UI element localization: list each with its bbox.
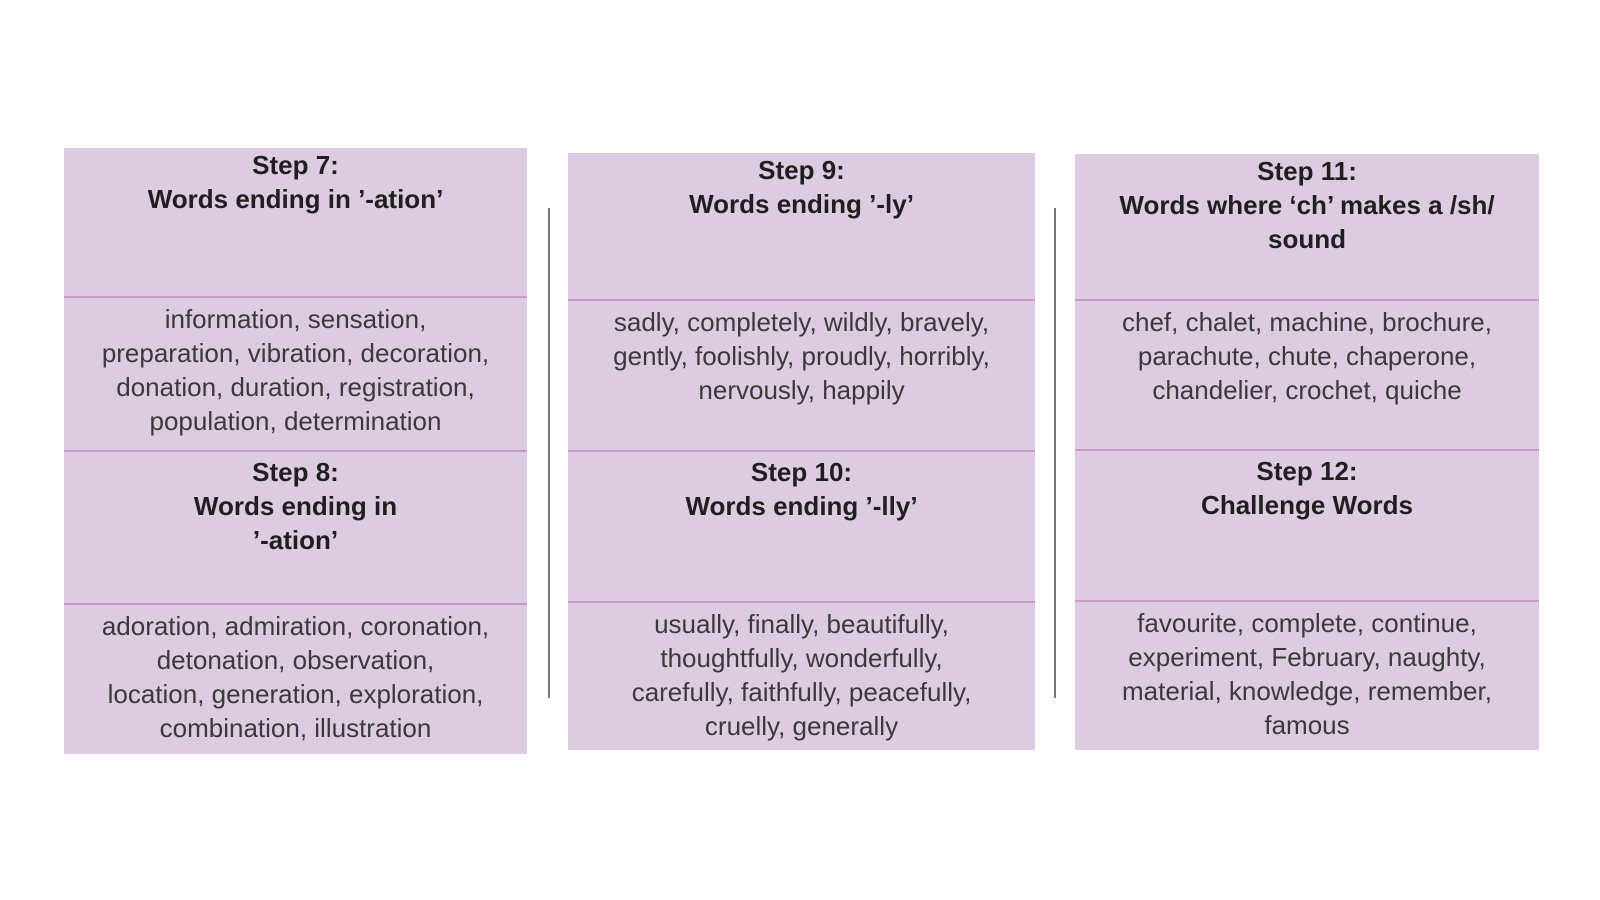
step-11-title: Step 11: bbox=[1257, 156, 1357, 186]
step-12-heading: Step 12: Challenge Words bbox=[1075, 454, 1539, 602]
step-7-subtitle: Words ending in ’-ation’ bbox=[147, 184, 444, 214]
step-7-title: Step 7: bbox=[252, 150, 339, 180]
divider bbox=[64, 603, 527, 605]
step-card-column-2: Step 9: Words ending ’-ly’ sadly, comple… bbox=[568, 153, 1035, 750]
step-8-subtitle: Words ending in bbox=[193, 491, 398, 521]
column-separator-1 bbox=[548, 208, 550, 698]
step-card-column-3: Step 11: Words where ‘ch’ makes a /sh/ s… bbox=[1075, 154, 1539, 750]
step-11-heading: Step 11: Words where ‘ch’ makes a /sh/ s… bbox=[1075, 154, 1539, 300]
divider bbox=[1075, 299, 1539, 301]
divider bbox=[64, 296, 527, 298]
step-9-word-list: sadly, completely, wildly, bravely, gent… bbox=[613, 307, 990, 405]
step-10-title: Step 10: bbox=[750, 457, 853, 487]
column-separator-2 bbox=[1054, 208, 1056, 698]
divider bbox=[568, 299, 1035, 301]
step-7-heading: Step 7: Words ending in ’-ation’ bbox=[64, 148, 527, 298]
step-9-heading: Step 9: Words ending ’-ly’ bbox=[568, 153, 1035, 299]
step-10-subtitle: Words ending ’-lly’ bbox=[685, 491, 918, 521]
step-8-word-list: adoration, admiration, coronation, deton… bbox=[101, 611, 490, 743]
step-9-title: Step 9: bbox=[758, 155, 845, 185]
step-10-word-list: usually, finally, beautifully, thoughtfu… bbox=[631, 609, 972, 741]
step-9-subtitle: Words ending ’-ly’ bbox=[689, 189, 914, 219]
step-12-title: Step 12: bbox=[1256, 456, 1358, 486]
divider bbox=[568, 601, 1035, 603]
divider bbox=[1075, 449, 1539, 451]
divider bbox=[1075, 600, 1539, 602]
step-10-heading: Step 10: Words ending ’-lly’ bbox=[568, 455, 1035, 603]
step-12-word-list: favourite, complete, continue, experimen… bbox=[1122, 608, 1492, 740]
step-8-heading: Step 8: Words ending in ’-ation’ bbox=[64, 455, 527, 605]
divider bbox=[568, 450, 1035, 452]
step-12-subtitle: Challenge Words bbox=[1201, 490, 1413, 520]
step-11-word-list: chef, chalet, machine, brochure, parachu… bbox=[1122, 307, 1492, 405]
step-8-title: Step 8: bbox=[252, 457, 339, 487]
divider bbox=[64, 450, 527, 452]
step-card-column-1: Step 7: Words ending in ’-ation’ informa… bbox=[64, 148, 527, 754]
step-7-word-list: information, sensation, preparation, vib… bbox=[101, 304, 490, 436]
step-11-subtitle: Words where ‘ch’ makes a /sh/ bbox=[1119, 190, 1495, 220]
